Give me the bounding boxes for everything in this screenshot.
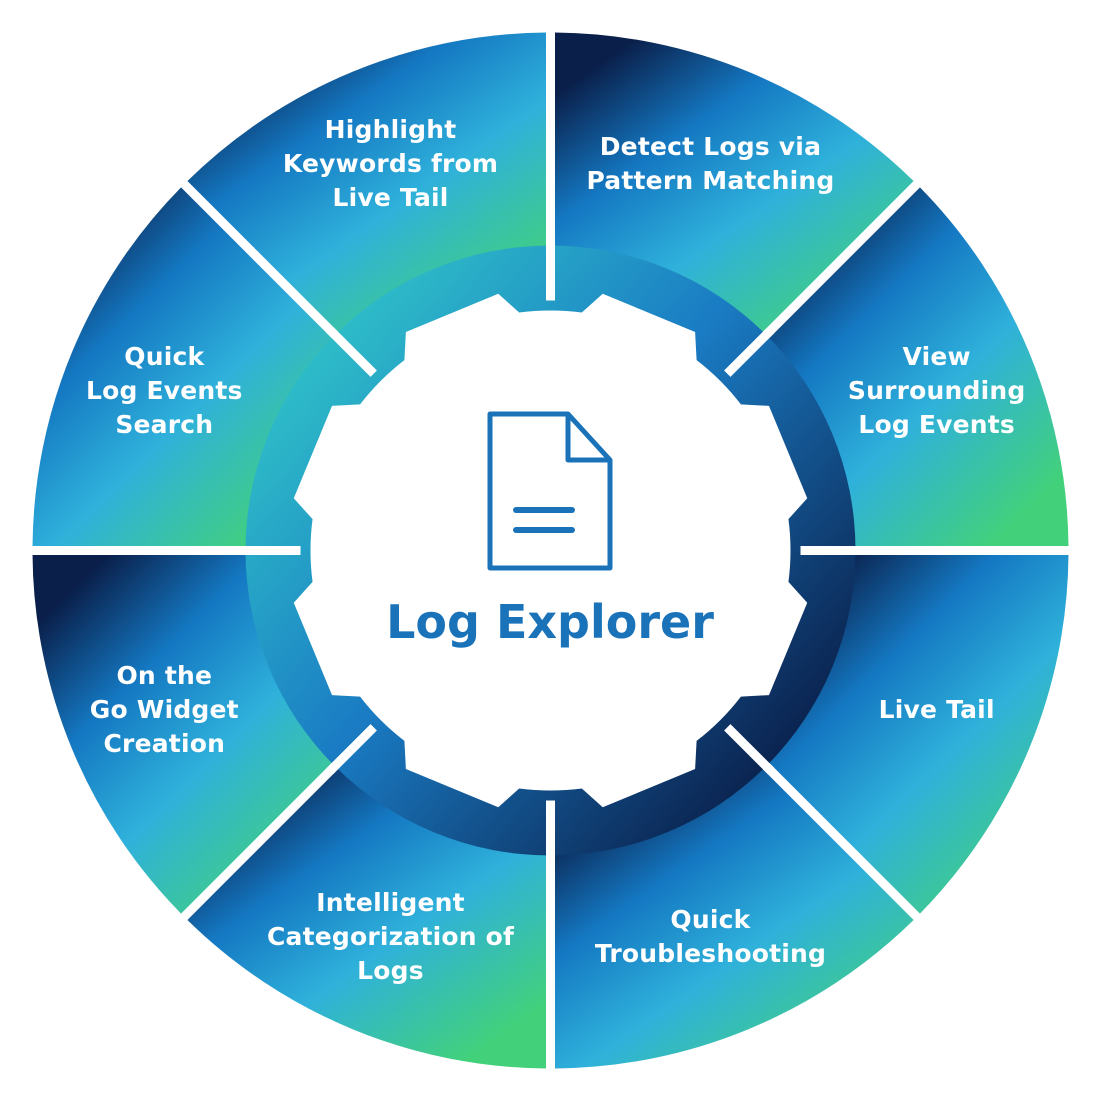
center-gear — [293, 293, 808, 808]
segment-on-the-go-widget — [32, 554, 336, 914]
segment-label-on-the-go-widget: On the Go Widget Creation — [89, 661, 239, 759]
segment-intelligent-categorization — [187, 765, 547, 1069]
segment-label-live-tail: Live Tail — [878, 695, 995, 725]
segment-label-quick-log-events-search: Quick Log Events Search — [85, 341, 243, 439]
segment-quick-troubleshooting — [554, 765, 914, 1069]
separator-line — [724, 724, 775, 775]
segment-label-detect-logs: Detect Logs via Pattern Matching — [586, 132, 835, 196]
center-title: Log Explorer — [386, 595, 714, 649]
segment-highlight-keywords — [187, 32, 547, 336]
segment-view-surrounding — [765, 187, 1069, 547]
segment-label-quick-troubleshooting: Quick Troubleshooting — [594, 904, 827, 968]
segment-detect-logs — [554, 32, 914, 336]
separator-line — [326, 326, 377, 377]
document-icon — [487, 411, 613, 571]
separator-line — [326, 724, 377, 775]
segment-live-tail — [765, 554, 1069, 914]
segment-label-highlight-keywords: Highlight Keywords from Live Tail — [282, 115, 499, 213]
segment-label-view-surrounding: View Surrounding Log Events — [847, 341, 1026, 439]
segment-label-intelligent-categorization: Intelligent Categorization of Logs — [266, 887, 515, 985]
separator-line — [724, 326, 775, 377]
segment-quick-log-events-search — [32, 187, 336, 547]
